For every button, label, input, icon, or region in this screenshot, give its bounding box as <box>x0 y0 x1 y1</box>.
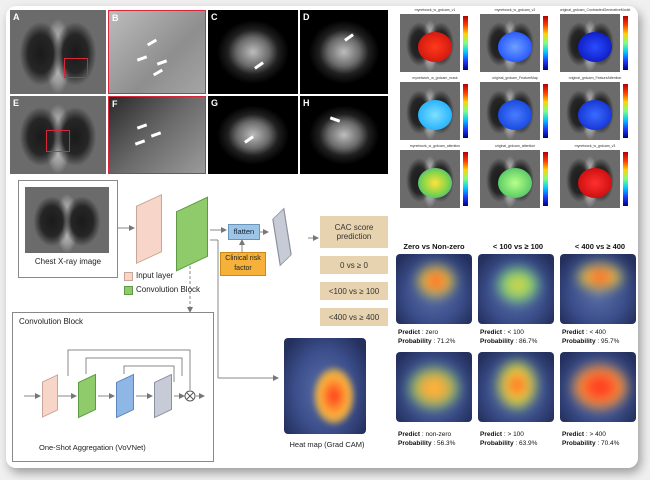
flatten-box: flatten <box>228 224 260 240</box>
osa-label: One-Shot Aggregation (VoVNet) <box>39 443 146 452</box>
gradcam-heatmap <box>284 338 366 434</box>
gradcam-image <box>396 254 472 324</box>
heart-overlay <box>418 168 452 198</box>
gradcam-image <box>396 352 472 422</box>
panel-label-g: G <box>211 98 219 108</box>
output-class-2: <400 vs ≥ 400 <box>320 308 388 326</box>
panel-label-c: C <box>211 12 218 22</box>
heatmap-title: mynetwork_w_grdcam_mask <box>412 76 458 80</box>
panel-a: A <box>10 10 106 94</box>
panel-e: E <box>10 96 106 174</box>
gradcam-header-0: Zero vs Non-zero <box>403 242 465 251</box>
panel-label-d: D <box>303 12 310 22</box>
panel-label-h: H <box>303 98 310 108</box>
colorbar <box>543 84 548 138</box>
panel-label-a: A <box>13 12 20 22</box>
heatmap-cell: mynetwork_w_grdcam_attention <box>398 144 472 210</box>
gradcam-header-1: < 100 vs ≥ 100 <box>492 242 544 251</box>
heatmap-title: original_grdcam_ContrastedGenerativeMode… <box>559 8 631 12</box>
heatmap-title: mynetwork_w_grdcam_v1 <box>414 8 456 12</box>
legend-conv-swatch <box>124 286 133 295</box>
chest-xray-label: Chest X-ray image <box>34 257 102 266</box>
gradcam-header-2: < 400 vs ≥ 400 <box>574 242 626 251</box>
conv-block-detail: Convolution Block One-Shot Aggregation (… <box>12 312 214 462</box>
gradcam-image <box>560 352 636 422</box>
heatmap-title: mynetwork_w_grdcam_v2 <box>494 8 536 12</box>
heatmap-cell: original_grdcam_attention <box>478 144 552 210</box>
gradcam-image <box>478 352 554 422</box>
roi-box-e <box>46 130 70 152</box>
figure-card: A B C D E F G H mynetwork_w_grdcam_v1 <box>6 6 638 468</box>
panel-f: F <box>108 96 206 174</box>
heart-overlay <box>418 32 452 62</box>
heart-overlay <box>578 100 612 130</box>
panel-g: G <box>208 96 298 174</box>
roi-box-a <box>64 58 88 78</box>
heatmap-label: Heat map (Grad CAM) <box>289 440 365 449</box>
colorbar <box>463 152 468 206</box>
colorbar <box>543 152 548 206</box>
heatmap-cell: mynetwork_w_grdcam_v2 <box>478 8 552 74</box>
heatmap-title: original_grdcam_FeatureMap <box>492 76 538 80</box>
legend-conv-label: Convolution Block <box>136 285 201 294</box>
prediction-r2c3: Predict : > 400 Probability : 70.4% <box>562 431 620 447</box>
prediction-r2c2: Predict : > 100 Probability : 63.9% <box>480 431 538 447</box>
heatmap-grid: mynetwork_w_grdcam_v1 mynetwork_w_grdcam… <box>394 6 638 216</box>
heatmap-title: mynetwork_w_grdcam_attention <box>409 144 461 148</box>
prediction-r1c2: Predict : < 100 Probability : 86.7% <box>480 329 538 345</box>
heart-overlay <box>498 100 532 130</box>
colorbar <box>623 16 628 70</box>
conv-block-title: Convolution Block <box>19 317 84 326</box>
heatmap-title: original_grdcam_attention <box>494 144 536 148</box>
prediction-r1c1: Predict : zero Probability : 71.2% <box>398 329 456 345</box>
colorbar <box>623 152 628 206</box>
panel-d: D <box>300 10 388 94</box>
heart-overlay <box>578 32 612 62</box>
heatmap-cell: mynetwork_w_grdcam_mask <box>398 76 472 142</box>
heart-overlay <box>418 100 452 130</box>
heatmap-cell: original_grdcam_ContrastedGenerativeMode… <box>558 8 634 74</box>
chest-xray-frame: Chest X-ray image <box>18 180 118 278</box>
legend-input-label: Input layer <box>136 271 174 280</box>
heatmap-title: mynetwork_w_grdcam_v3 <box>574 144 616 148</box>
heatmap-xray <box>400 150 460 208</box>
panel-label-e: E <box>13 98 20 108</box>
chest-xray-image <box>25 187 109 253</box>
gradcam-image <box>478 254 554 324</box>
osa-layer-1 <box>42 374 58 418</box>
heatmap-cell: mynetwork_w_grdcam_v1 <box>398 8 472 74</box>
heart-overlay <box>578 168 612 198</box>
heatmap-cell: original_grdcam_FeatureMap <box>478 76 552 142</box>
colorbar <box>463 84 468 138</box>
panel-label-b: B <box>112 13 119 23</box>
prediction-r2c1: Predict : non-zero Probability : 56.3% <box>398 431 456 447</box>
clinical-risk-box: Clinical risk factor <box>220 252 266 276</box>
heart-overlay <box>498 168 532 198</box>
panel-h: H <box>300 96 388 174</box>
heatmap-cell: mynetwork_w_grdcam_v3 <box>558 144 634 210</box>
gradcam-image <box>560 254 636 324</box>
prediction-r1c3: Predict : < 400 Probability : 95.7% <box>562 329 620 345</box>
panel-c: C <box>208 10 298 94</box>
diagram-connectors <box>24 225 319 402</box>
panel-label-f: F <box>112 99 118 109</box>
input-layer-block <box>136 193 162 265</box>
cac-score-title: CAC score prediction <box>320 216 388 248</box>
colorbar <box>623 84 628 138</box>
heart-overlay <box>498 32 532 62</box>
panel-b: B <box>108 10 206 94</box>
colorbar <box>463 16 468 70</box>
output-class-1: <100 vs ≥ 100 <box>320 282 388 300</box>
heatmap-cell: original_grdcam_FeatureAttention <box>558 76 634 142</box>
colorbar <box>543 16 548 70</box>
output-class-0: 0 vs ≥ 0 <box>320 256 388 274</box>
legend-input-swatch <box>124 272 133 281</box>
heat-hotspot <box>314 368 354 424</box>
heatmap-title: original_grdcam_FeatureAttention <box>568 76 622 80</box>
